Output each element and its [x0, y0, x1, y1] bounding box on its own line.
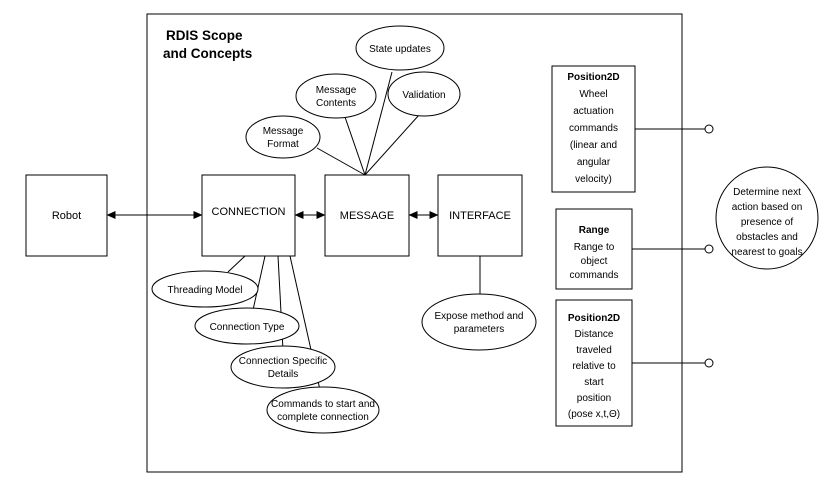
- client-line5: nearest to goals: [731, 247, 802, 258]
- state-updates-ellipse: [355, 25, 445, 71]
- range-line1: Range to: [574, 242, 615, 253]
- commands-start-complete-line1: Commands to start and: [271, 399, 375, 410]
- port-position2d-distance: [704, 358, 714, 368]
- commands-start-complete-ellipse: [266, 386, 380, 434]
- message-contents-line1: Message: [316, 85, 357, 96]
- position2d-distance-line2: traveled: [576, 345, 612, 356]
- port-range: [704, 244, 714, 254]
- state-updates-label: State updates: [369, 44, 431, 55]
- spoke-connection-type: [252, 255, 266, 311]
- expose-method-line2: parameters: [454, 324, 505, 335]
- position2d-distance-line5: position: [577, 393, 611, 404]
- spoke-validation: [364, 114, 420, 176]
- message-format-line1: Message: [263, 126, 304, 137]
- robot-box: [25, 174, 108, 257]
- connection-type-label: Connection Type: [210, 322, 285, 333]
- position2d-distance-line1: Distance: [575, 329, 614, 340]
- port-position2d-wheel: [704, 124, 714, 134]
- message-label: MESSAGE: [340, 210, 394, 222]
- position2d-distance-line3: relative to: [572, 361, 616, 372]
- commands-start-complete-line2: complete connection: [277, 412, 369, 423]
- position2d-wheel-line3: commands: [569, 123, 618, 134]
- threading-model-ellipse: [151, 270, 259, 308]
- robot-label: Robot: [52, 210, 81, 222]
- connection-details-line1: Connection Specific: [239, 356, 327, 367]
- message-contents-ellipse: [295, 73, 377, 119]
- position2d-distance-title: Position2D: [568, 313, 620, 324]
- client-line2: action based on: [732, 202, 803, 213]
- message-box: [324, 174, 410, 257]
- interface-box: [437, 174, 523, 257]
- scope-title-line2: and Concepts: [163, 46, 252, 61]
- position2d-wheel-box: [551, 65, 636, 193]
- validation-label: Validation: [402, 90, 445, 101]
- message-format-ellipse: [245, 115, 321, 159]
- range-title: Range: [579, 225, 610, 236]
- connection-details-line2: Details: [268, 369, 299, 380]
- position2d-distance-box: [555, 299, 633, 427]
- range-line3: commands: [570, 270, 619, 281]
- client-line1: Determine next: [733, 187, 801, 198]
- client-line4: obstacles and: [736, 232, 798, 243]
- range-box: [555, 208, 633, 290]
- client-line3: presence of: [741, 217, 793, 228]
- connection-label: CONNECTION: [212, 206, 286, 218]
- position2d-distance-line6: (pose x,t,Θ): [568, 409, 620, 420]
- position2d-wheel-line2: actuation: [573, 106, 614, 117]
- validation-ellipse: [387, 71, 461, 117]
- connection-box: [201, 174, 296, 257]
- spoke-state-updates: [364, 71, 393, 176]
- message-format-line2: Format: [267, 139, 299, 150]
- scope-title-line1: RDIS Scope: [166, 28, 243, 43]
- interface-label: INTERFACE: [449, 210, 511, 222]
- position2d-distance-line4: start: [584, 377, 604, 388]
- connection-type-ellipse: [194, 307, 300, 345]
- connection-details-ellipse: [230, 345, 336, 389]
- threading-model-label: Threading Model: [167, 285, 242, 296]
- spoke-message-format: [316, 147, 366, 176]
- expose-method-ellipse: [421, 293, 537, 351]
- message-contents-line2: Contents: [316, 98, 356, 109]
- position2d-wheel-line4: (linear and: [570, 140, 617, 151]
- range-line2: object: [581, 256, 608, 267]
- expose-method-line1: Expose method and: [435, 311, 524, 322]
- spoke-threading-model: [227, 255, 246, 273]
- position2d-wheel-line1: Wheel: [579, 89, 607, 100]
- position2d-wheel-line5: angular: [577, 157, 611, 168]
- position2d-wheel-line6: velocity): [575, 174, 612, 185]
- position2d-wheel-title: Position2D: [567, 72, 619, 83]
- client-logic-circle: [715, 166, 819, 270]
- spoke-message-contents: [344, 116, 366, 176]
